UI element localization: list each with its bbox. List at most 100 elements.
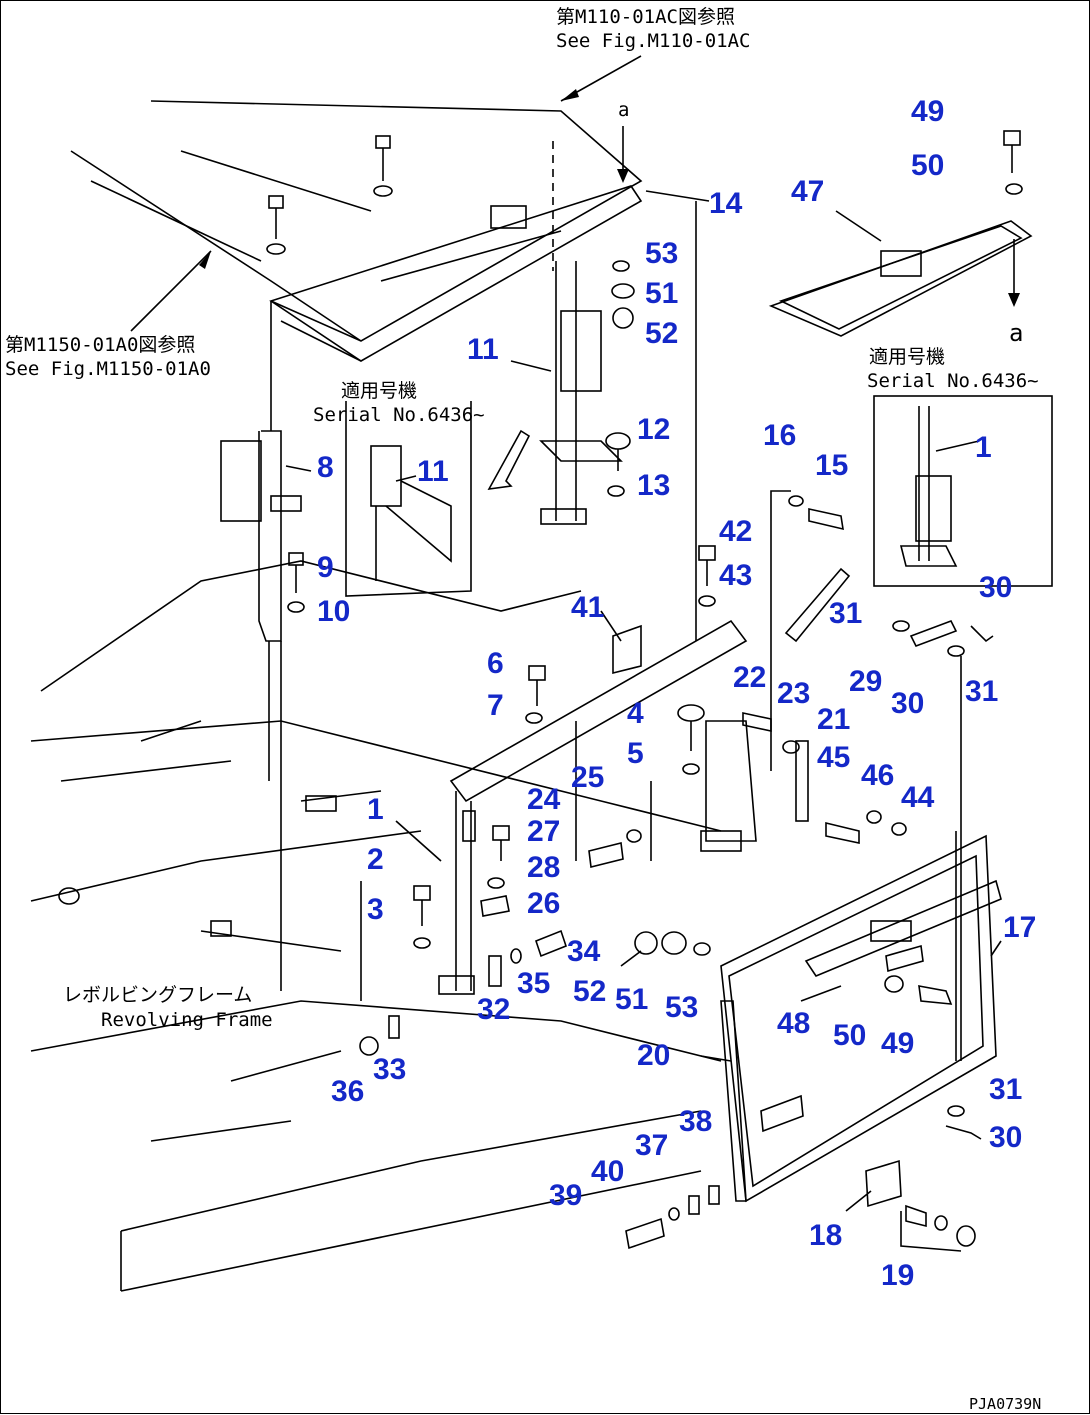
arrow-label-a-right: a: [1009, 319, 1023, 347]
callout-30: 30: [891, 687, 924, 720]
callout-15: 15: [815, 449, 848, 482]
top-bolts: [266, 135, 393, 255]
callout-53: 53: [645, 237, 678, 270]
callout-20: 20: [637, 1039, 670, 1072]
callout-17: 17: [1003, 911, 1036, 944]
callout-6: 6: [487, 647, 504, 680]
callout-33: 33: [373, 1053, 406, 1086]
callout-25: 25: [571, 761, 604, 794]
callout-16: 16: [763, 419, 796, 452]
inset-box-left: [345, 401, 472, 597]
bolt-6-washer-7: [525, 665, 546, 724]
callout-36: 36: [331, 1075, 364, 1108]
callout-7: 7: [487, 689, 504, 722]
callout-1: 1: [975, 431, 992, 464]
callout-52: 52: [573, 975, 606, 1008]
callout-50: 50: [911, 149, 944, 182]
callout-4: 4: [627, 697, 644, 730]
frame-label-en: Revolving Frame: [101, 1009, 273, 1031]
drawing-code: PJA0739N: [969, 1395, 1041, 1413]
callout-47: 47: [791, 175, 824, 208]
reference-notes: 第M110-01AC図参照 See Fig.M110-01AC 第M1150-0…: [5, 6, 1041, 1413]
callout-53: 53: [665, 991, 698, 1024]
callout-18: 18: [809, 1219, 842, 1252]
callout-51: 51: [645, 277, 678, 310]
callout-3: 3: [367, 893, 384, 926]
callout-37: 37: [635, 1129, 668, 1162]
bolt-42-washer-43: [698, 545, 716, 607]
callout-1: 1: [367, 793, 384, 826]
callout-44: 44: [901, 781, 935, 814]
cover-47: [768, 220, 1033, 337]
callout-21: 21: [817, 703, 850, 736]
callout-35: 35: [517, 967, 550, 1000]
callout-29: 29: [849, 665, 882, 698]
callout-49: 49: [911, 95, 944, 128]
callout-46: 46: [861, 759, 894, 792]
callout-39: 39: [549, 1179, 582, 1212]
callout-34: 34: [567, 935, 601, 968]
bracket-41: [612, 624, 642, 675]
serial-en-right: Serial No.6436~: [867, 370, 1039, 392]
callout-11: 11: [467, 333, 499, 366]
parts-33-36: [359, 1015, 400, 1056]
callout-12: 12: [637, 413, 670, 446]
left-ref-en: See Fig.M1150-01A0: [5, 358, 211, 380]
callout-23: 23: [777, 677, 810, 710]
callout-50: 50: [833, 1019, 866, 1052]
top-ref-en: See Fig.M110-01AC: [556, 30, 750, 52]
bolt-4-washer-5: [677, 704, 705, 775]
post-11: [539, 141, 623, 525]
callout-48: 48: [777, 1007, 810, 1040]
bracket-8: [220, 301, 302, 991]
parts-48-49-50: [884, 975, 953, 1005]
parts-30-31-lower: [945, 1105, 982, 1140]
callout-32: 32: [477, 993, 510, 1026]
callout-14: 14: [709, 187, 743, 220]
bolt-2-washer-3: [413, 885, 431, 949]
callout-8: 8: [317, 451, 334, 484]
washer-stack-top: [611, 260, 635, 329]
arrow-label-a-top: a: [618, 99, 629, 121]
parts-32-34-35: [488, 929, 567, 987]
bolt-49-washer-50-top: [1003, 130, 1023, 195]
callout-31: 31: [989, 1073, 1022, 1106]
callout-numbers: 1 1 1 2 3 4 5 6 7 8 9 10 11 11 12 13 14 …: [317, 95, 1036, 1292]
serial-jp-left: 適用号機: [341, 380, 417, 402]
revolving-frame: [30, 560, 722, 1292]
callout-51: 51: [615, 983, 648, 1016]
frame-label-jp: レボルビングフレーム: [63, 984, 252, 1006]
left-ref-jp: 第M1150-01A0図参照: [5, 334, 195, 356]
callout-5: 5: [627, 737, 644, 770]
callout-13: 13: [637, 469, 670, 502]
parts-21-23: [742, 712, 809, 822]
callout-38: 38: [679, 1105, 712, 1138]
inset-box-right: [873, 395, 1053, 587]
top-cover-assembly: [70, 100, 643, 362]
bolt-12-washer-13: [605, 432, 631, 497]
callout-49: 49: [881, 1027, 914, 1060]
callout-31: 31: [965, 675, 998, 708]
callout-42: 42: [719, 515, 752, 548]
parts-24-28: [480, 825, 642, 917]
callout-27: 27: [527, 815, 560, 848]
leader-lines: [285, 190, 1002, 1212]
callout-2: 2: [367, 843, 384, 876]
reference-arrows: [130, 55, 1020, 643]
callout-9: 9: [317, 551, 334, 584]
callout-43: 43: [719, 559, 752, 592]
callout-22: 22: [733, 661, 766, 694]
strip-20: [720, 1000, 747, 1202]
callout-28: 28: [527, 851, 560, 884]
callout-40: 40: [591, 1155, 624, 1188]
bolt-9-washer-10: [287, 552, 305, 613]
callout-10: 10: [317, 595, 350, 628]
callout-26: 26: [527, 887, 560, 920]
serial-en-left: Serial No.6436~: [313, 404, 485, 426]
callout-11: 11: [417, 455, 449, 488]
top-ref-jp: 第M110-01AC図参照: [556, 6, 735, 28]
parts-44-45-46: [825, 810, 907, 844]
callout-30: 30: [989, 1121, 1022, 1154]
